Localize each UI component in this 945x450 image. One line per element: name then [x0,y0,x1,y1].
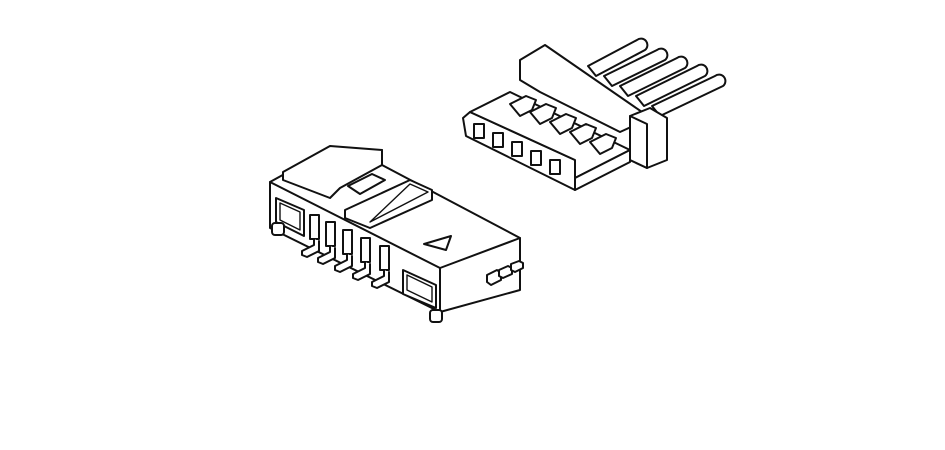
pcb-header [269,145,524,323]
header-pins [301,214,390,289]
housing-latches [509,95,617,155]
housing-openings [473,123,561,175]
wire-housing [462,37,727,191]
wires [587,37,727,117]
